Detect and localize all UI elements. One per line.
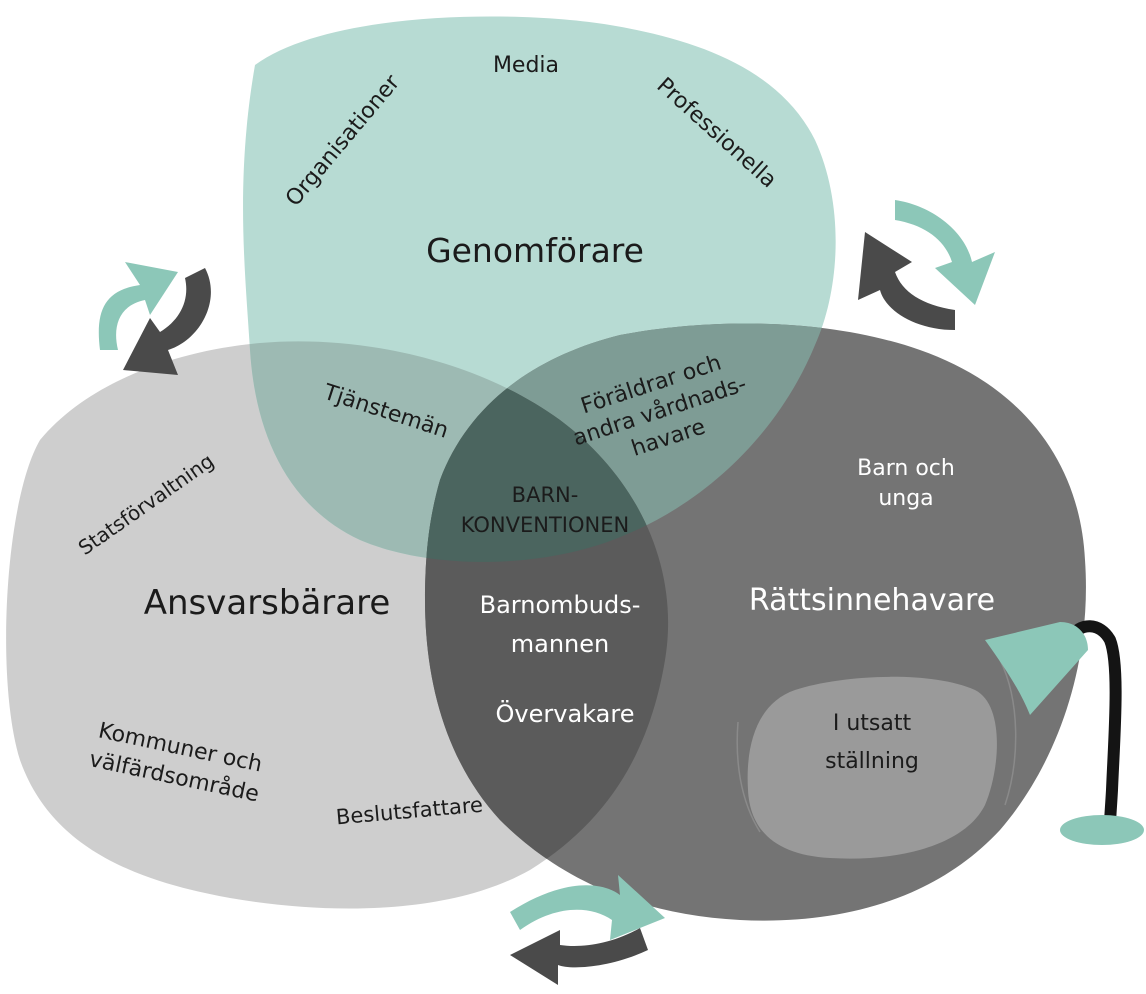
- label-rattsinnehavare: Rättsinnehavare: [749, 583, 995, 618]
- label-genomforare: Genomförare: [426, 231, 644, 270]
- label-media: Media: [493, 53, 559, 78]
- label-barn-line-1: Barn och: [857, 456, 955, 481]
- curved-double-arrow-icon: [858, 200, 995, 330]
- label-overvakare: Övervakare: [496, 699, 635, 728]
- curved-double-arrow-icon: [510, 875, 665, 985]
- curved-double-arrow-icon: [98, 262, 211, 375]
- desk-lamp-icon: [985, 620, 1144, 845]
- label-utsatt-line-1: I utsatt: [833, 711, 912, 736]
- label-barnombud-line-2: mannen: [511, 630, 609, 658]
- label-utsatt-line-2: ställning: [825, 749, 919, 774]
- label-barnkonventionen-line-1: BARN-: [512, 483, 579, 507]
- label-ansvarsbarare: Ansvarsbärare: [144, 583, 391, 623]
- label-barnkonventionen-line-2: KONVENTIONEN: [461, 513, 629, 537]
- label-barnombud-line-1: Barnombuds-: [480, 591, 641, 619]
- blob-motion-line: [999, 659, 1017, 806]
- utsatt-blob: [747, 676, 997, 859]
- label-barn-line-2: unga: [878, 486, 933, 511]
- blob-motion-line: [736, 721, 761, 833]
